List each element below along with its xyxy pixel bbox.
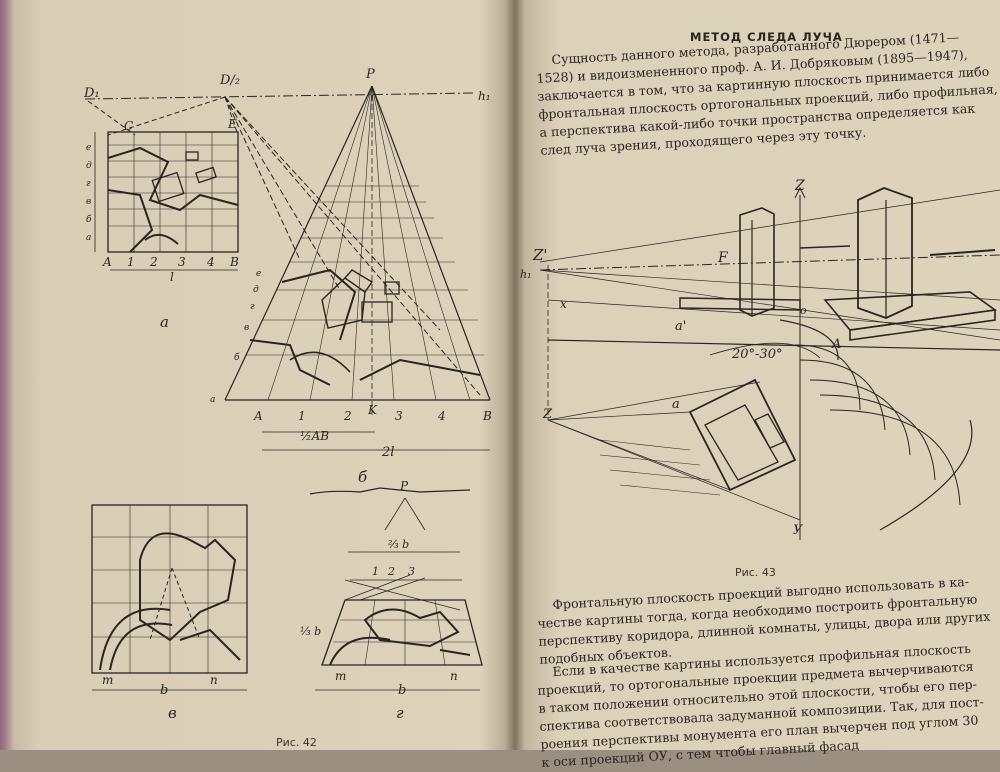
label-c: C	[124, 119, 133, 133]
label-p: P	[365, 67, 375, 82]
label-a: A	[253, 409, 263, 423]
label-n3: 3	[408, 565, 415, 578]
label-a-prime: a'	[675, 319, 686, 334]
side-letter: а	[86, 233, 91, 243]
label-n: n	[210, 673, 218, 687]
label-n: n	[450, 669, 458, 683]
label-half-ab: ½AB	[300, 429, 329, 443]
label-p: P	[399, 479, 409, 493]
section-heading: МЕТОД СЛЕДА ЛУЧА	[690, 30, 843, 44]
figure-43: Z Z' h₁ x F a' o 20°-30° A a Z У	[520, 178, 1000, 540]
label-m: m	[102, 673, 113, 687]
side-letter: в	[86, 197, 91, 207]
label-k: K	[367, 403, 378, 417]
label-h1: h₁	[478, 89, 491, 103]
side-letter: в	[244, 323, 249, 333]
label-b: b	[160, 683, 168, 698]
fig-v-plan	[91, 504, 248, 691]
label-n3: 3	[178, 255, 186, 269]
label-n1: 1	[127, 255, 135, 269]
side-letter: г	[250, 302, 255, 312]
label-n1: 1	[372, 565, 379, 578]
label-n4: 4	[437, 409, 446, 423]
figure-43-caption: Рис. 43	[735, 566, 776, 579]
side-letter: а	[210, 395, 215, 405]
label-l: l	[170, 270, 174, 284]
side-letter: д	[86, 161, 92, 171]
label-o: o	[800, 304, 807, 317]
side-letter: д	[253, 285, 259, 295]
side-letter: б	[234, 352, 240, 363]
label-d1: D₁	[83, 86, 100, 101]
label-f: F	[717, 250, 729, 266]
label-2l: 2l	[381, 445, 394, 460]
horizon-line	[84, 92, 476, 100]
horizon-line	[539, 254, 1000, 271]
label-b: B	[229, 255, 239, 269]
fig-g-perspective	[309, 487, 483, 691]
side-letter: е	[256, 269, 261, 279]
label-n4: 4	[206, 255, 215, 269]
label-m: m	[335, 669, 346, 683]
label-e: E	[227, 117, 237, 131]
fig-b-perspective	[224, 85, 491, 401]
figure-42: D₁ D/₂ C E A 1 2 3 4 B l а е д г в б а P…	[83, 67, 492, 722]
label-one-third-b: ⅓ b	[300, 625, 321, 638]
label-z-bottom: Z	[542, 407, 553, 422]
subfigure-v: в	[168, 704, 177, 722]
subfigure-b: б	[358, 468, 368, 486]
label-z-prime: Z'	[532, 246, 548, 264]
label-a-lower: a	[672, 397, 680, 412]
label-n2: 2	[343, 409, 352, 423]
fig-a-grid	[94, 131, 239, 253]
label-n2: 2	[387, 565, 395, 578]
label-angle: 20°-30°	[731, 347, 782, 362]
label-two-thirds-b: ²⁄₃ b	[388, 538, 409, 551]
label-x: x	[560, 297, 567, 311]
side-letter: б	[86, 214, 92, 225]
label-n2: 2	[149, 255, 158, 269]
side-letter: г	[86, 179, 91, 189]
subfigure-a: а	[160, 313, 169, 331]
figure-42-caption: Рис. 42	[276, 736, 317, 749]
label-b: b	[398, 683, 406, 698]
label-b: B	[482, 409, 492, 423]
subfigure-g: г	[396, 704, 404, 722]
label-n3: 3	[395, 409, 403, 423]
label-d-half: D/₂	[219, 73, 240, 88]
label-a: A	[102, 255, 112, 269]
label-y: У	[793, 523, 804, 538]
label-n1: 1	[298, 409, 306, 423]
side-letter: е	[86, 143, 91, 153]
label-a-upper: A	[831, 337, 841, 352]
label-h1: h₁	[520, 268, 532, 281]
label-z-top: Z	[794, 178, 805, 194]
